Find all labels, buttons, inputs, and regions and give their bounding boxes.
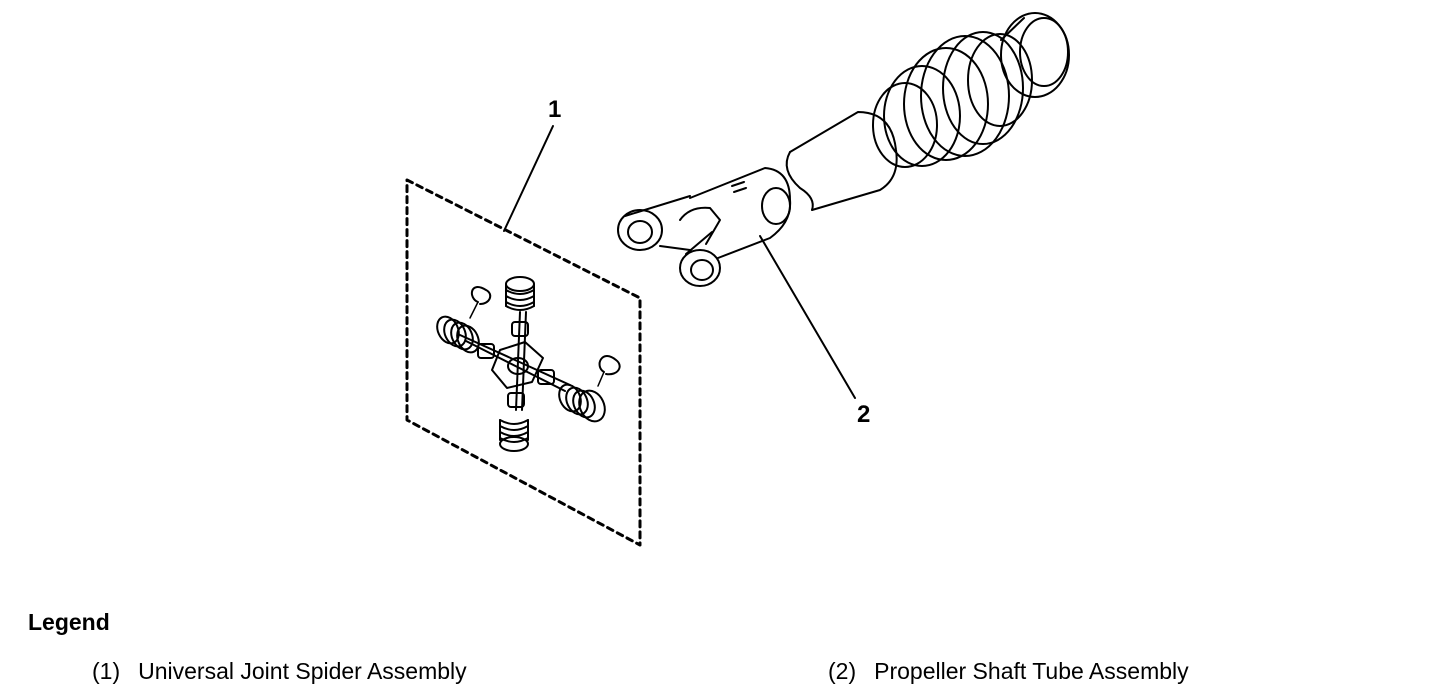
yoke-ear-right [679, 249, 721, 287]
callout-1: 1 [548, 96, 562, 123]
spider-detail-frame [405, 178, 642, 547]
leader-line-2 [759, 235, 856, 399]
exploded-view-diagram [405, 12, 1070, 547]
legend-item-propeller-shaft: (2) Propeller Shaft Tube Assembly [828, 658, 1189, 686]
snap-ring-left [470, 286, 492, 305]
shaft-end-cap [1000, 12, 1070, 98]
callout-2: 2 [857, 401, 871, 428]
legend-title: Legend [28, 609, 110, 635]
legend-item-label: Propeller Shaft Tube Assembly [874, 658, 1189, 684]
legend-item-universal-joint: (1) Universal Joint Spider Assembly [92, 658, 467, 686]
propeller-shaft-tube [617, 12, 1070, 287]
legend-item-number: (1) [92, 658, 121, 684]
legend-item-number: (2) [828, 658, 857, 684]
bearing-cup-left [436, 315, 480, 354]
bearing-cup-top [505, 276, 535, 311]
bearing-cup-right [558, 383, 606, 423]
leader-line-1 [503, 125, 554, 232]
bearing-cup-bottom [499, 419, 529, 452]
legend-item-label: Universal Joint Spider Assembly [138, 658, 467, 684]
universal-joint-spider [436, 276, 621, 452]
yoke-ear-left [617, 209, 663, 251]
snap-ring-right [598, 354, 621, 376]
